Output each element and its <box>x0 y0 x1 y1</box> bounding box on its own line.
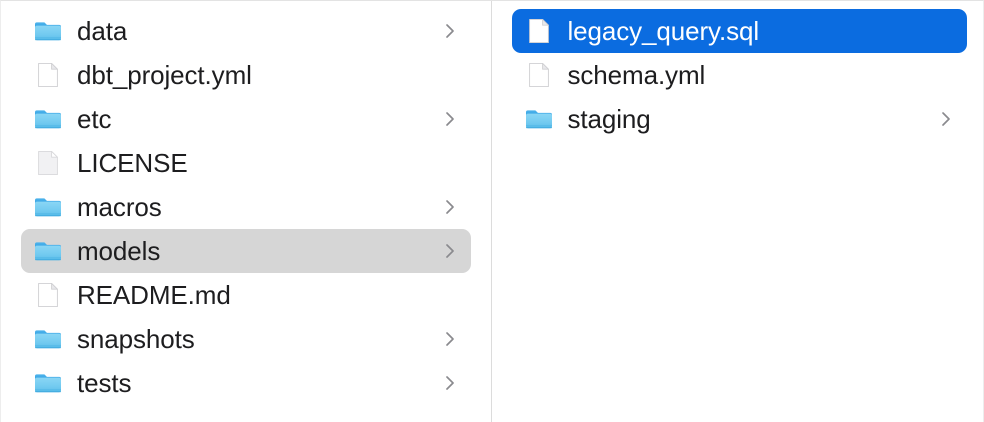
file-list-item[interactable]: staging <box>512 97 968 141</box>
file-list-item-label: snapshots <box>77 324 195 354</box>
file-list-item[interactable]: etc <box>21 97 471 141</box>
document-icon <box>524 16 554 46</box>
file-browser-column-child: legacy_query.sql schema.yml <box>492 1 984 422</box>
folder-icon <box>33 324 63 354</box>
document-icon <box>524 60 554 90</box>
document-icon <box>33 280 63 310</box>
chevron-right-icon <box>443 240 457 262</box>
file-browser-column-parent: data dbt_project.yml <box>1 1 492 422</box>
folder-icon <box>33 16 63 46</box>
file-list-item[interactable]: snapshots <box>21 317 471 361</box>
file-list-item[interactable]: dbt_project.yml <box>21 53 471 97</box>
file-list-item[interactable]: README.md <box>21 273 471 317</box>
file-list-item-label: legacy_query.sql <box>567 16 760 46</box>
file-list-item-label: README.md <box>77 280 231 310</box>
folder-icon <box>33 368 63 398</box>
file-list-item-label: staging <box>567 104 651 134</box>
file-list-item-label: data <box>77 16 128 46</box>
file-list-item-label: macros <box>77 192 162 222</box>
chevron-right-icon <box>443 372 457 394</box>
chevron-spacer <box>939 64 953 86</box>
chevron-right-icon <box>443 108 457 130</box>
folder-icon <box>33 104 63 134</box>
file-list-item[interactable]: schema.yml <box>512 53 968 97</box>
file-list-item[interactable]: data <box>21 9 471 53</box>
chevron-right-icon <box>443 196 457 218</box>
file-list-item[interactable]: macros <box>21 185 471 229</box>
file-list-item-label: models <box>77 236 161 266</box>
file-list-item[interactable]: LICENSE <box>21 141 471 185</box>
file-list-item-label: etc <box>77 104 112 134</box>
file-list-item[interactable]: tests <box>21 361 471 405</box>
file-list-item-label: dbt_project.yml <box>77 60 252 90</box>
chevron-spacer <box>939 20 953 42</box>
document-plain-icon <box>33 148 63 178</box>
file-list-item-label: tests <box>77 368 132 398</box>
folder-icon <box>524 104 554 134</box>
file-list-item[interactable]: legacy_query.sql <box>511 9 967 53</box>
chevron-spacer <box>443 284 457 306</box>
chevron-spacer <box>443 64 457 86</box>
folder-icon <box>33 192 63 222</box>
document-icon <box>33 60 63 90</box>
file-list-item[interactable]: models <box>21 229 471 273</box>
chevron-right-icon <box>939 108 953 130</box>
folder-icon <box>33 236 63 266</box>
chevron-spacer <box>443 152 457 174</box>
chevron-right-icon <box>443 328 457 350</box>
file-list-item-label: schema.yml <box>567 60 706 90</box>
chevron-right-icon <box>443 20 457 42</box>
file-list-item-label: LICENSE <box>77 148 188 178</box>
